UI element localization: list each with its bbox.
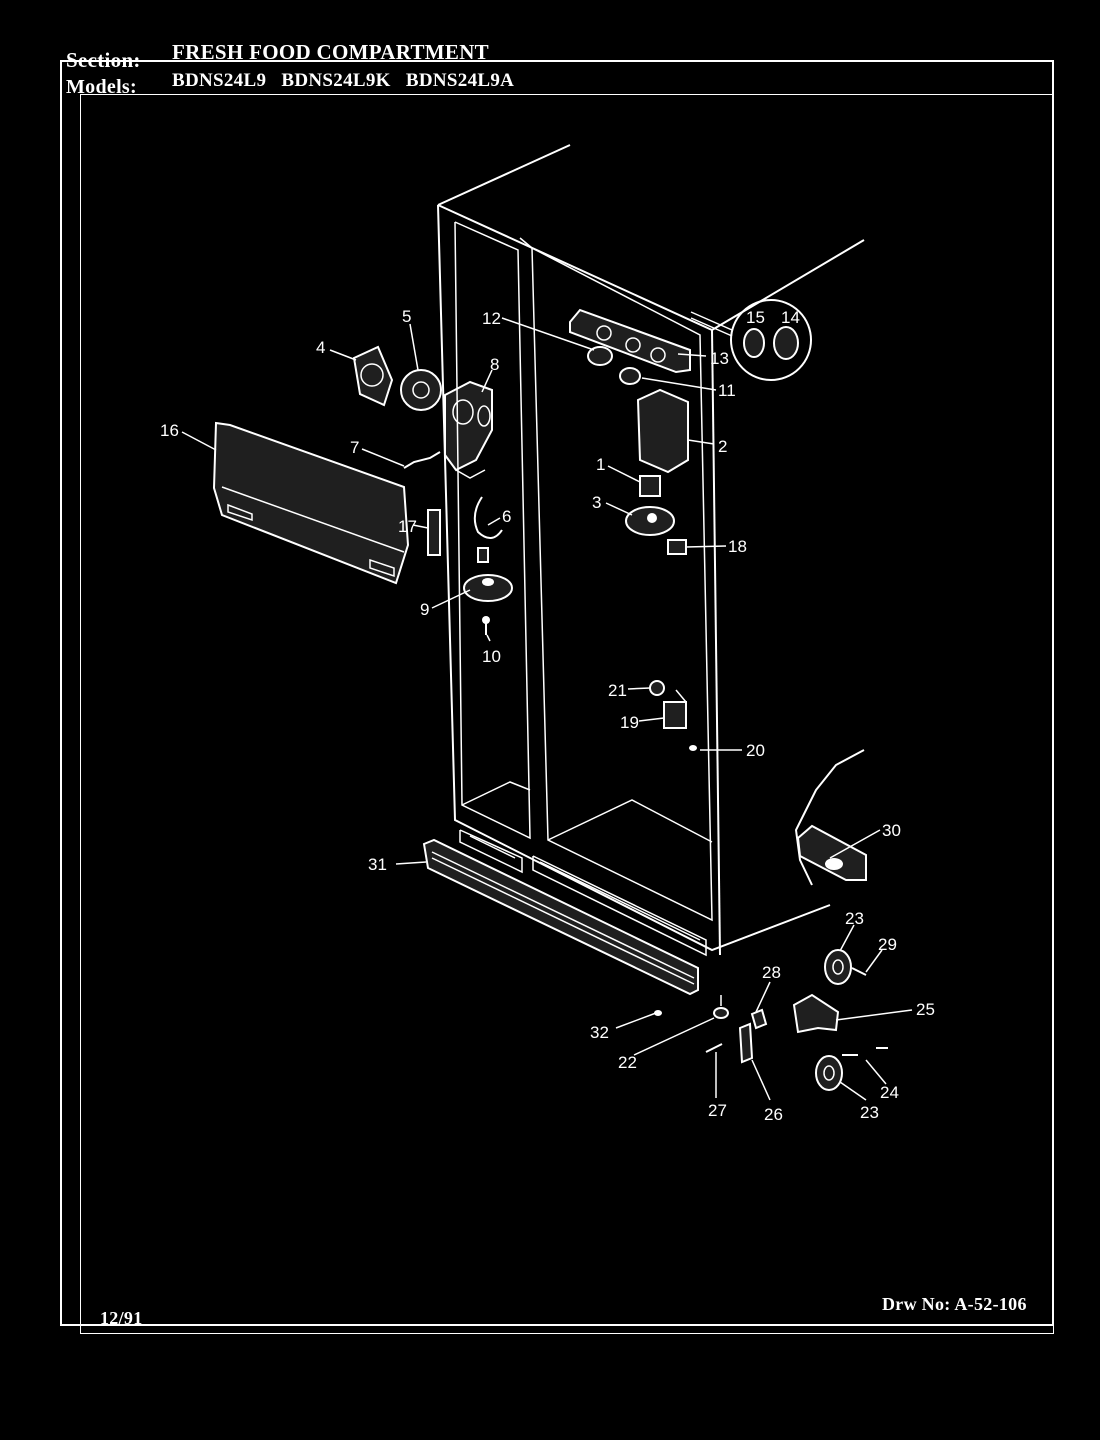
callout-17: 17 [398,517,417,536]
callout-28: 28 [762,963,781,982]
callout-8: 8 [490,355,499,374]
callout-25: 25 [916,1000,935,1019]
callout-5: 5 [402,307,411,326]
callout-18: 18 [728,537,747,556]
callout-labels: 1 2 3 4 5 6 7 8 9 10 11 12 13 14 15 16 1… [160,307,935,1124]
callout-19: 19 [620,713,639,732]
toe-grille [422,838,699,996]
callout-27: 27 [708,1101,727,1120]
callout-31: 31 [368,855,387,874]
callout-4: 4 [316,338,325,357]
callout-leaders [181,317,913,1101]
control-housing-assembly [212,345,513,635]
callout-29: 29 [878,935,897,954]
roller-hinge-parts [654,949,888,1091]
models-list: BDNS24L9 BDNS24L9K BDNS24L9A [172,70,515,91]
drawing-date: 12/91 [100,1308,143,1328]
callout-21: 21 [608,681,627,700]
callout-32: 32 [590,1023,609,1042]
door-stop-parts [649,680,697,751]
callout-2: 2 [718,437,727,456]
callout-14: 14 [781,308,800,327]
callout-12: 12 [482,309,501,328]
callout-24: 24 [880,1083,899,1102]
callout-6: 6 [502,507,511,526]
drawing-frame-inner [80,94,1054,1334]
callout-26: 26 [764,1105,783,1124]
callout-23-upper: 23 [845,909,864,928]
callout-22: 22 [618,1053,637,1072]
callout-7: 7 [350,438,359,457]
refrigerator-cabinet [437,144,865,957]
callout-11: 11 [718,381,736,400]
models-label: Models: [66,76,137,98]
callout-1: 1 [596,455,605,474]
callout-20: 20 [746,741,765,760]
callout-13: 13 [710,349,729,368]
callout-16: 16 [160,421,179,440]
drawing-number: Drw No: A-52-106 [882,1294,1027,1314]
light-assembly [569,299,812,555]
callout-9: 9 [420,600,429,619]
callout-23-lower: 23 [860,1103,879,1122]
callout-10: 10 [482,647,501,666]
callout-3: 3 [592,493,601,512]
callout-30: 30 [882,821,901,840]
callout-15: 15 [746,308,765,327]
hinge-bracket-30 [796,824,867,881]
